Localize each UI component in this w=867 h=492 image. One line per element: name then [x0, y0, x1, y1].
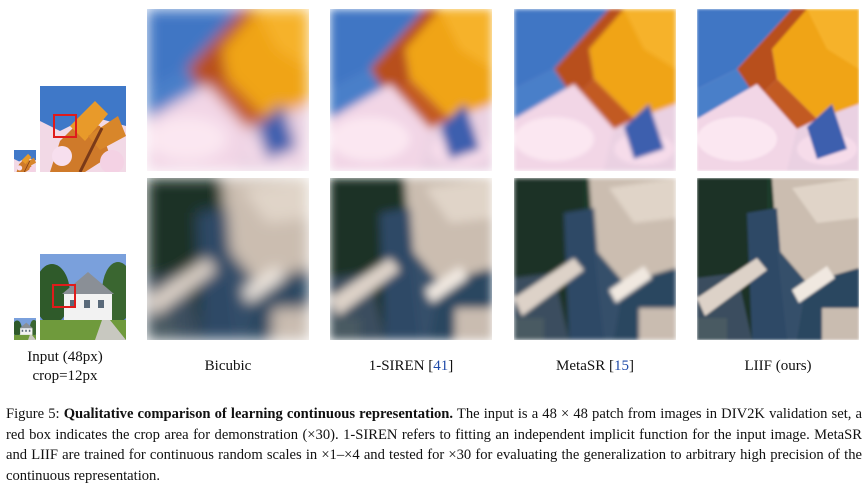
input-thumbnail-small-flower	[14, 150, 36, 172]
method-label-bicubic: Bicubic	[147, 356, 309, 376]
panel-flower-1-siren	[330, 9, 492, 171]
method-label-metasr: MetaSR [15]	[556, 358, 634, 374]
input-thumbnail-small-house	[14, 318, 36, 340]
citation-link-41[interactable]: 41	[433, 358, 449, 374]
panel-house-metasr	[514, 178, 676, 340]
method-name: Bicubic	[204, 358, 252, 374]
panel-house-liif	[697, 178, 859, 340]
figure-caption: Figure 5: Qualitative comparison of lear…	[6, 404, 862, 486]
caption-title: Qualitative comparison of learning conti…	[63, 406, 454, 422]
panel-house-bicubic	[147, 178, 309, 340]
crop-box-flower	[53, 114, 77, 138]
method-name: 1-SIREN	[368, 358, 425, 374]
input-label-line1: Input (48px)	[27, 349, 103, 365]
citation-link-15[interactable]: 15	[613, 358, 629, 374]
input-label-line2: crop=12px	[32, 368, 98, 384]
method-label-liif: LIIF (ours)	[697, 356, 859, 376]
panel-flower-metasr	[514, 9, 676, 171]
panel-flower-liif	[697, 9, 859, 171]
panel-house-1-siren	[330, 178, 492, 340]
caption-prefix: Figure 5:	[6, 406, 60, 422]
caption-body: The input is a 48 × 48 patch from images…	[6, 406, 863, 484]
method-name: MetaSR	[556, 358, 606, 374]
method-name: LIIF (ours)	[744, 358, 812, 374]
crop-box-house	[52, 284, 76, 308]
panel-flower-bicubic	[147, 9, 309, 171]
input-image-flower	[40, 86, 126, 172]
input-image-house	[40, 254, 126, 340]
method-label-1-siren: 1-SIREN [41]	[368, 358, 454, 374]
